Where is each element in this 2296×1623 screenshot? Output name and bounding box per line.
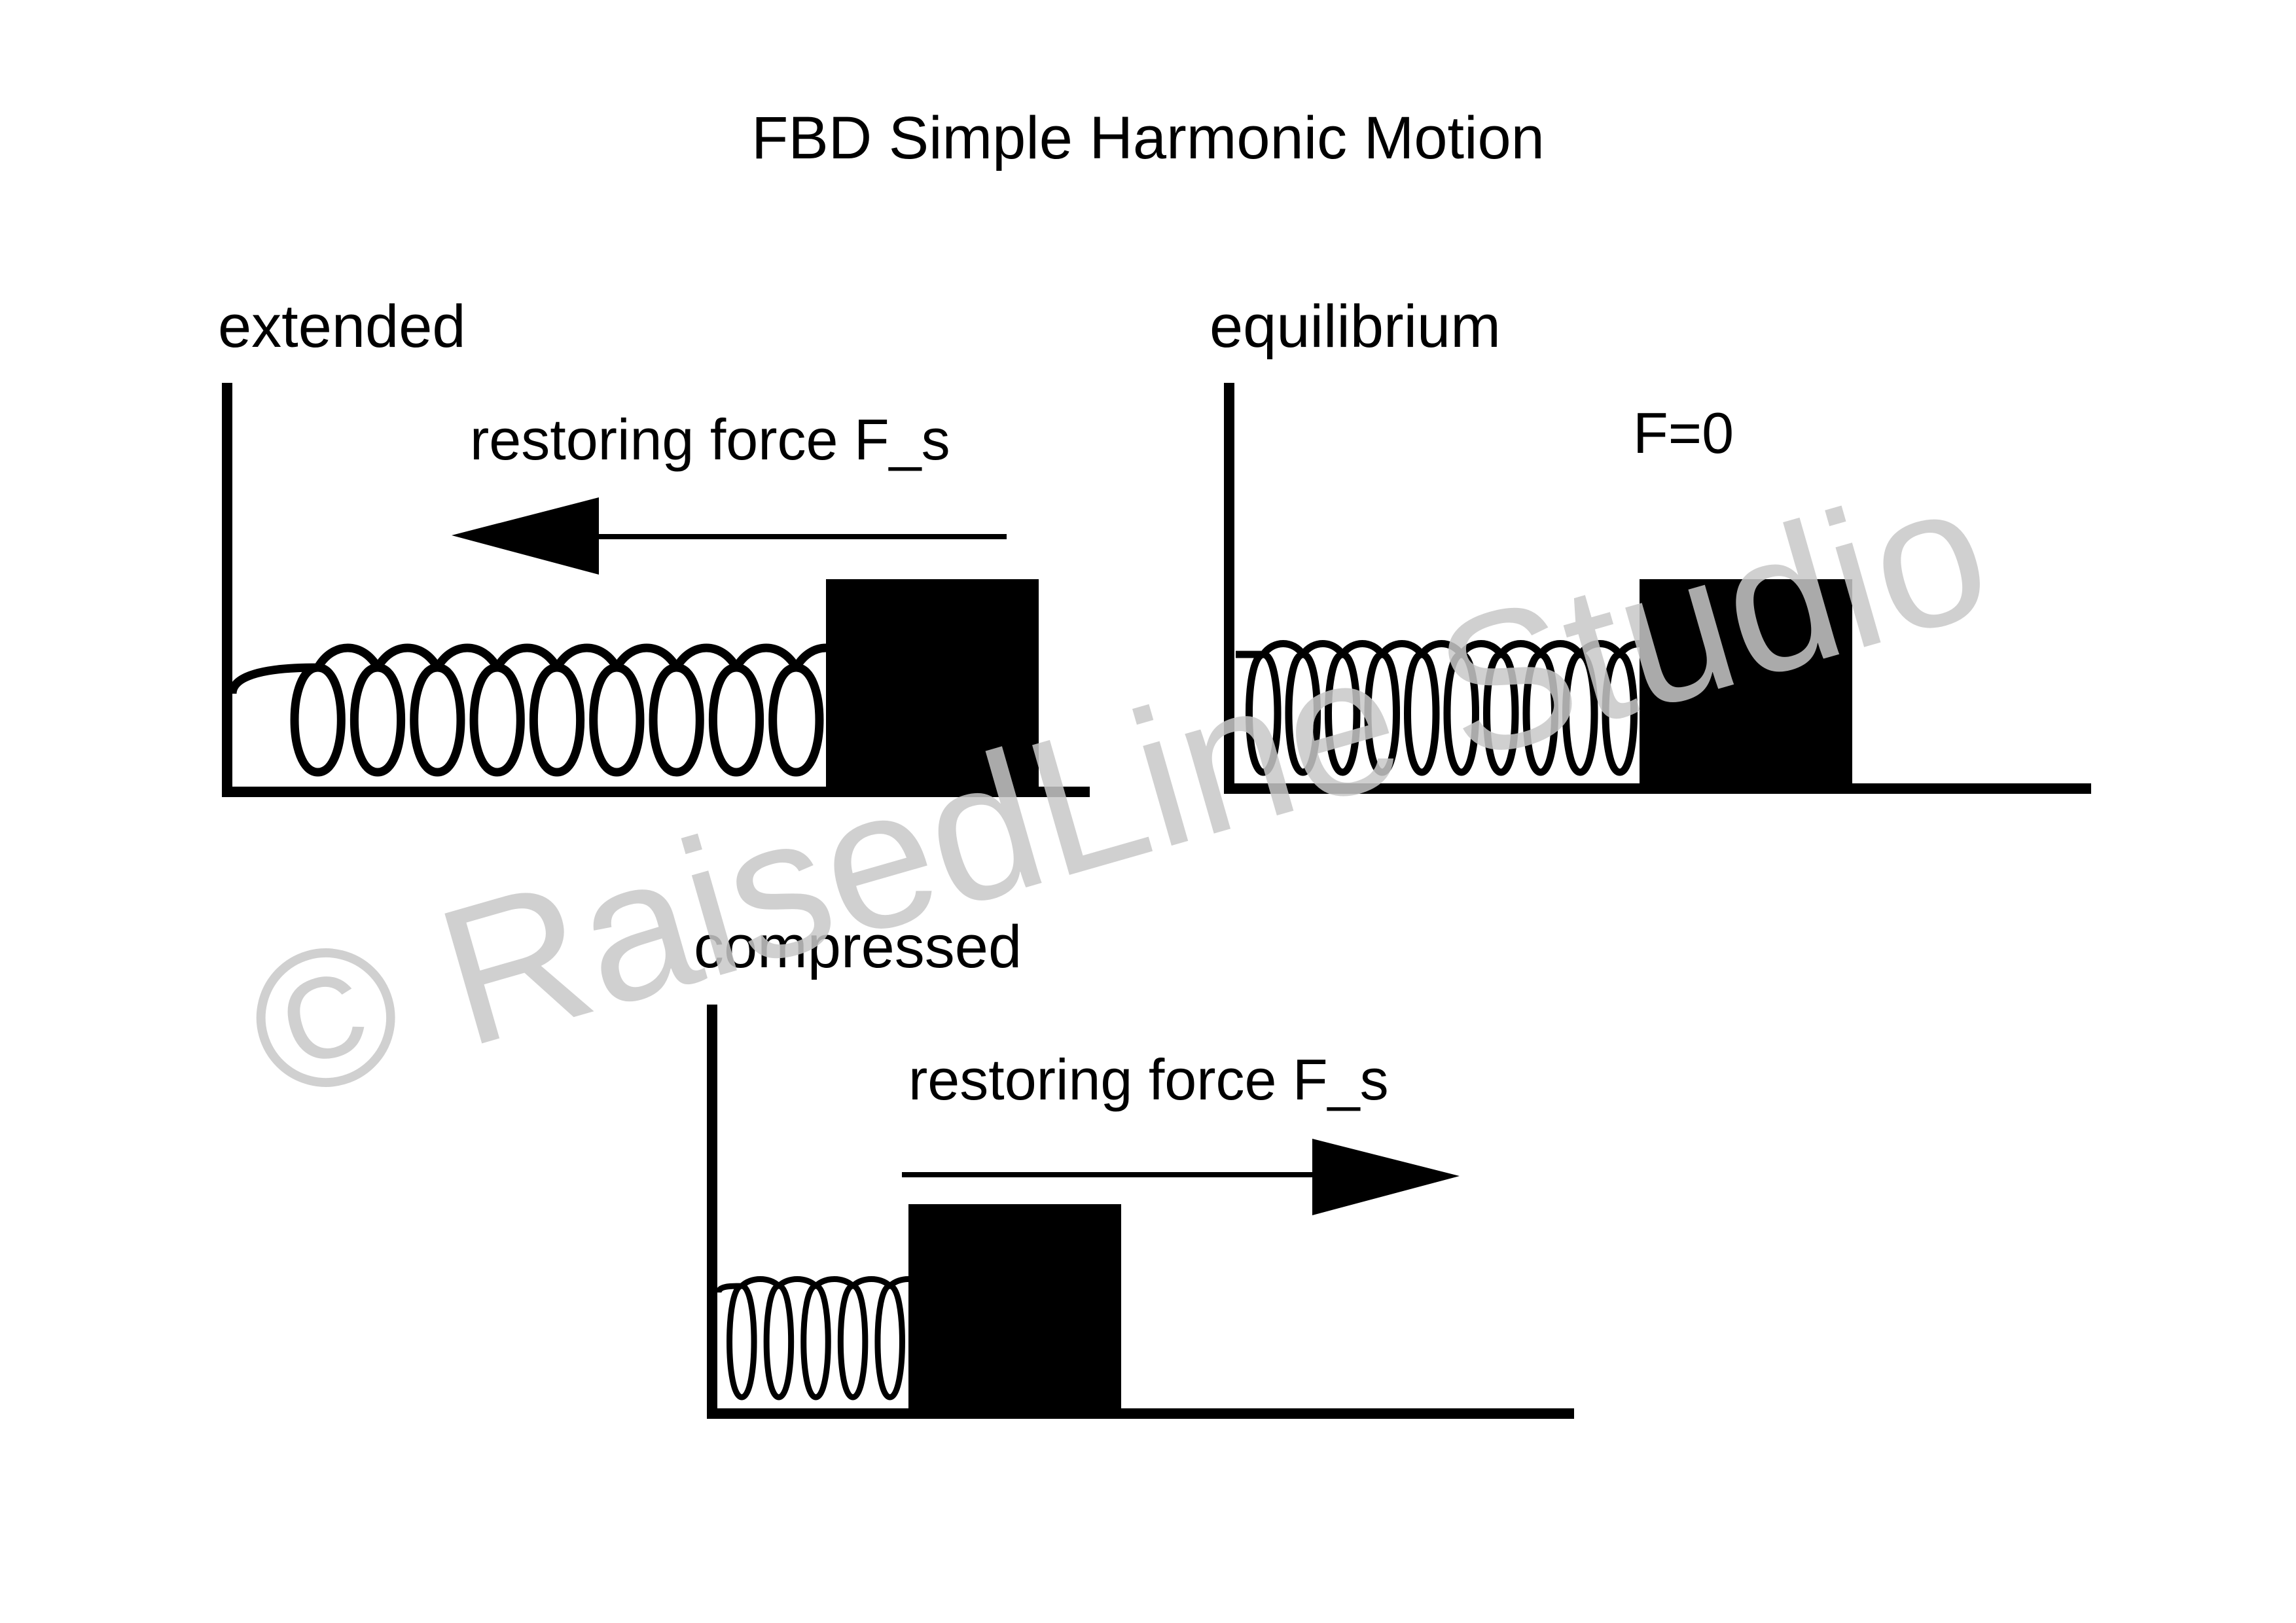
spring-coil [715,1276,929,1400]
wall-and-floor [1224,383,2091,794]
mass-block [908,1204,1121,1412]
spring-path [1235,640,1662,776]
restoring-force-arrow-left [452,497,1007,575]
force-label-extended: restoring force F_s [470,407,950,472]
state-label-extended: extended [218,293,466,360]
panel-extended: extended restoring force F_s [218,293,1090,797]
restoring-force-arrow-right [902,1139,1460,1215]
panel-equilibrium: equilibrium F=0 [1210,293,2091,794]
spring-path [228,643,860,777]
wall-and-floor [222,383,1090,797]
state-label-compressed: compressed [694,914,1022,980]
state-label-equilibrium: equilibrium [1210,293,1501,360]
mass-block [826,579,1039,787]
panel-compressed: compressed restoring force F_s [694,914,1574,1419]
mass-block [1640,579,1852,783]
page-title: FBD Simple Harmonic Motion [751,105,1545,171]
wall-and-floor [707,1005,1574,1419]
spring-path [715,1276,929,1400]
force-label-compressed: restoring force F_s [908,1047,1389,1112]
force-label-equilibrium: F=0 [1633,401,1734,465]
spring-coil [1235,640,1662,776]
spring-coil [228,643,860,777]
